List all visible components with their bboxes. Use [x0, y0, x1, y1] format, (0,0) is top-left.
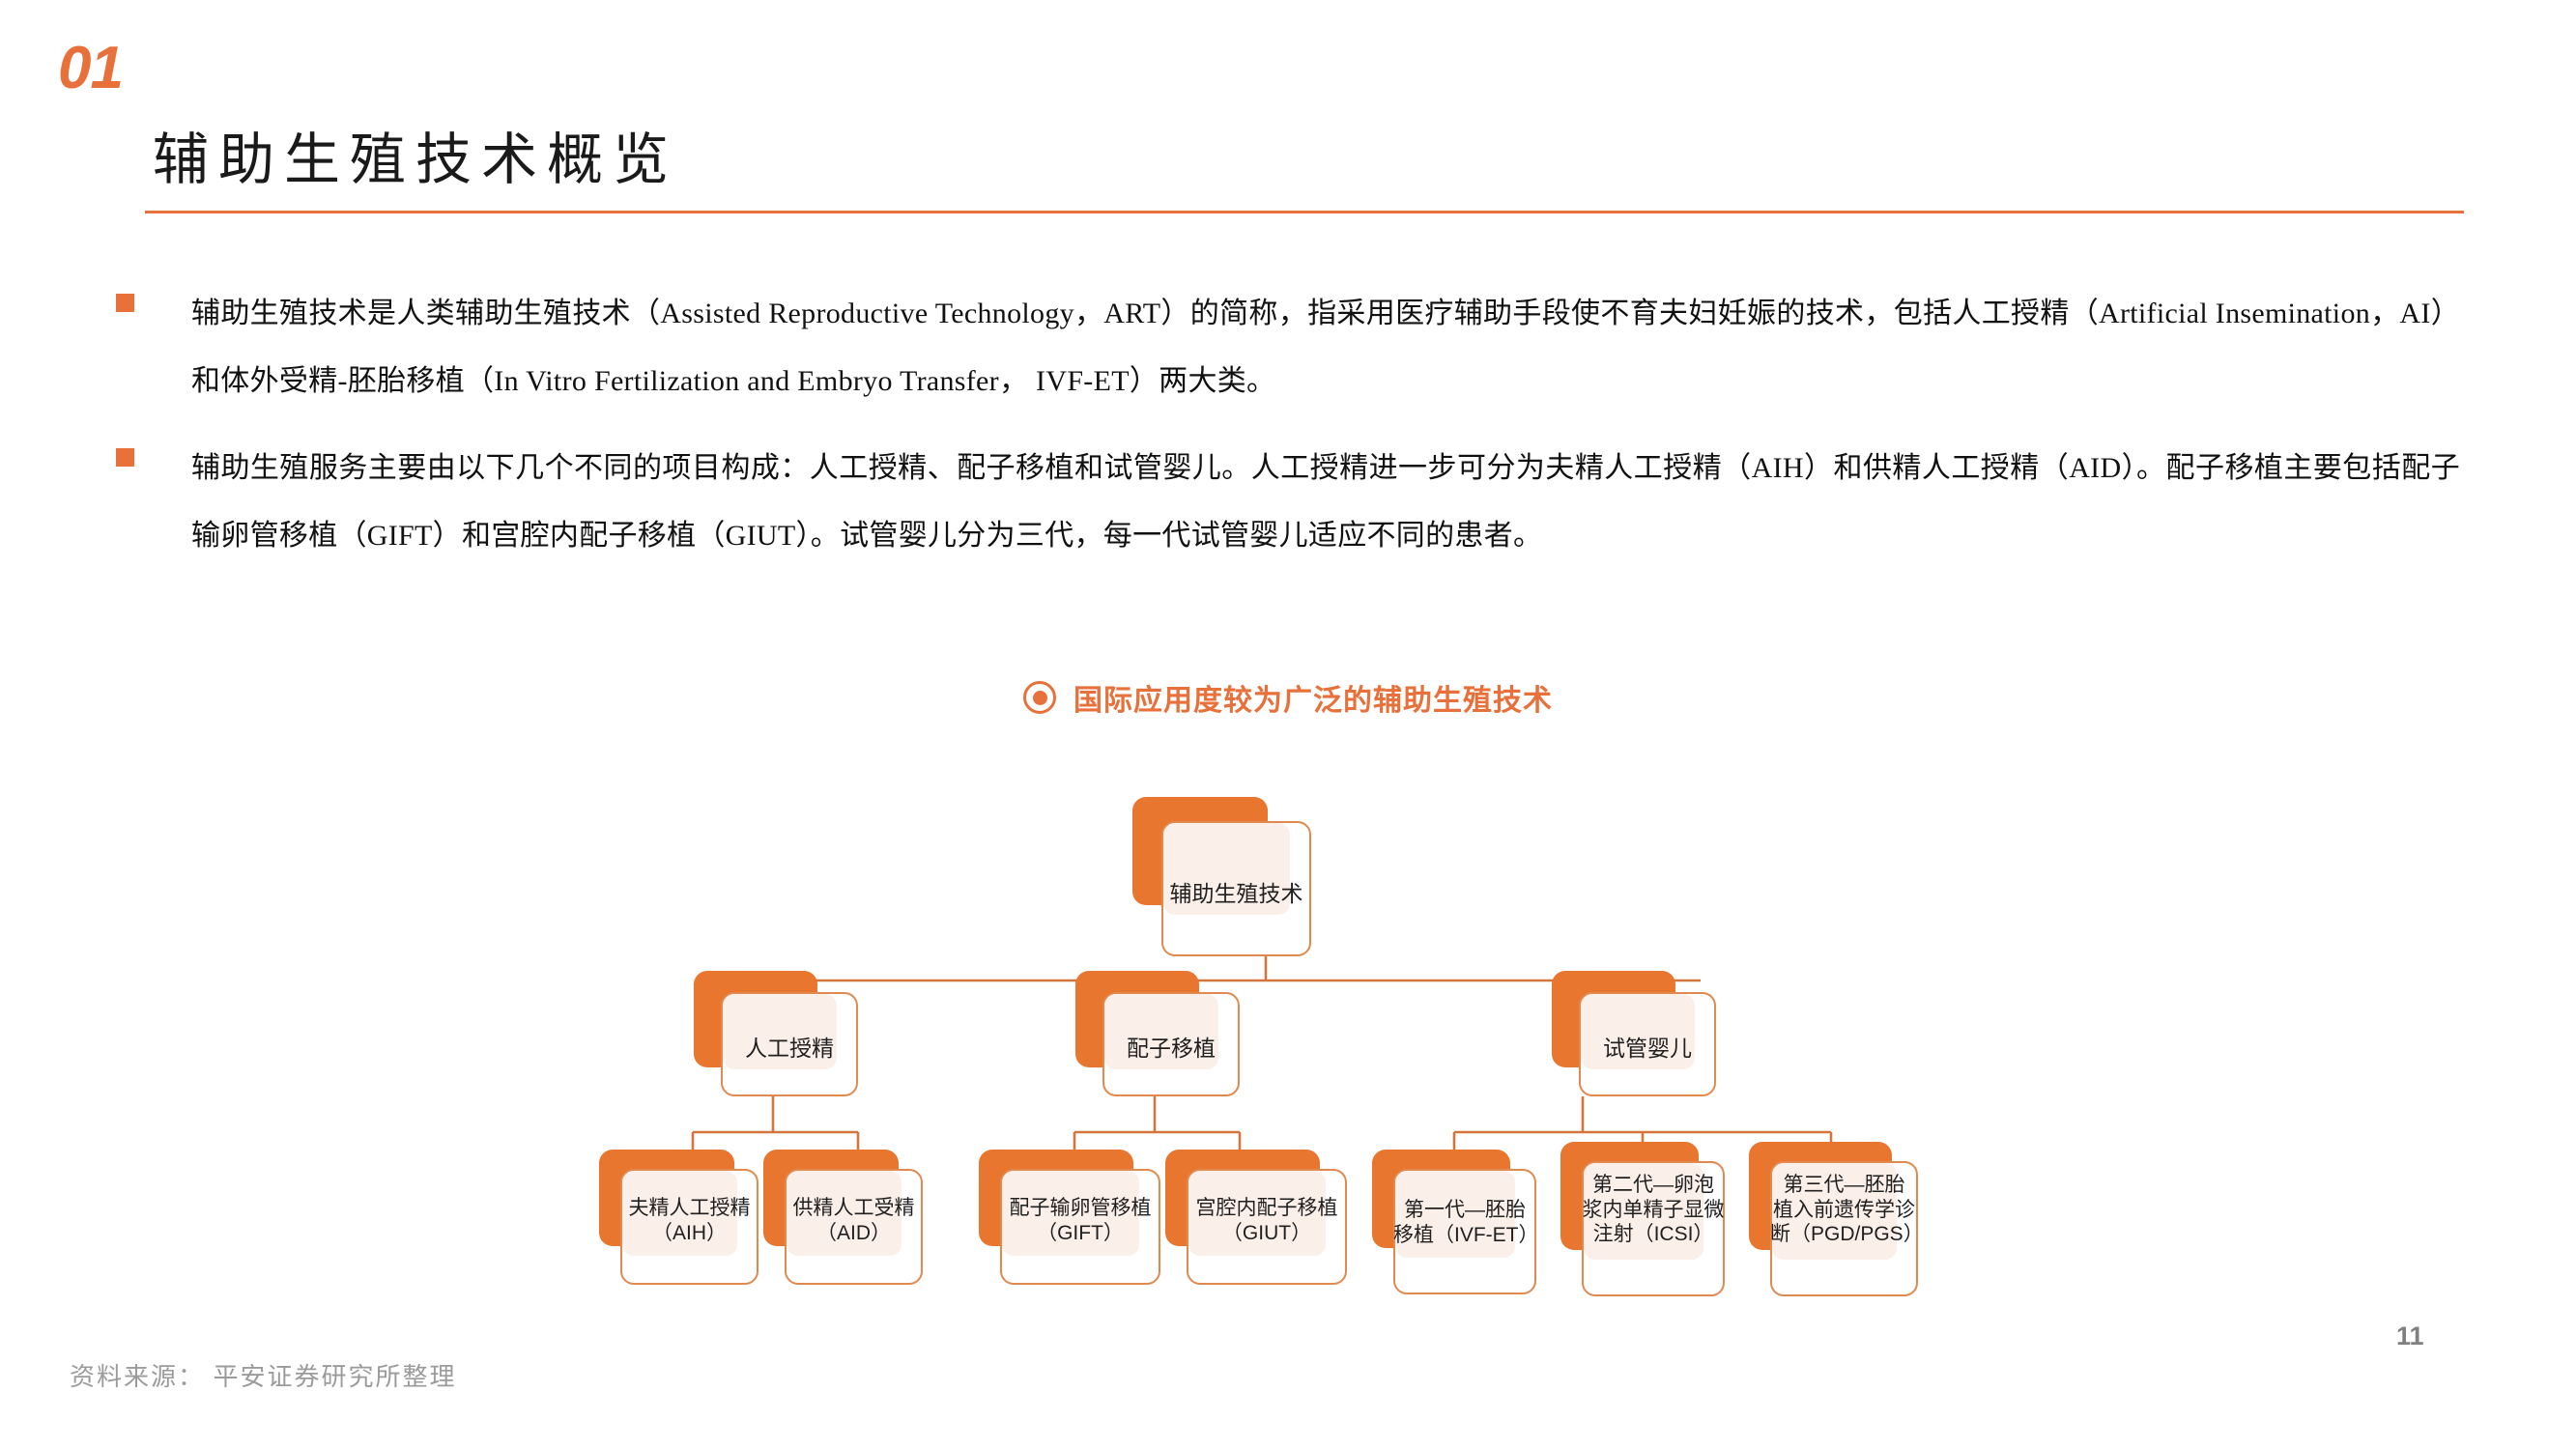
node-card-fill — [1002, 1171, 1139, 1256]
list-item: 辅助生殖服务主要由以下几个不同的项目构成：人工授精、配子移植和试管婴儿。人工授精… — [0, 435, 2576, 570]
tree-node-artificial-insemination[interactable]: 人工授精 — [694, 971, 858, 1096]
node-card-fill — [1581, 994, 1695, 1069]
tree-node-label: 宫腔内配子移植 （GIUT） — [1195, 1197, 1338, 1244]
page-number: 11 — [2396, 1321, 2424, 1350]
node-card-fill — [1163, 823, 1290, 915]
chart-caption: 国际应用度较为广泛的辅助生殖技术 — [0, 676, 2576, 719]
tree-node-giut[interactable]: 宫腔内配子移植 （GIUT） — [1165, 1150, 1347, 1285]
tree-node-label: 人工授精 — [745, 1036, 834, 1061]
tree-node-label: 第三代—胚胎 植入前遗传学诊 断（PGD/PGS） — [1770, 1174, 1924, 1246]
node-card-fill — [1772, 1163, 1897, 1260]
node-card — [1770, 1161, 1918, 1296]
node-card — [1161, 821, 1311, 956]
node-card — [721, 992, 858, 1096]
list-item: 辅助生殖技术是人类辅助生殖技术（Assisted Reproductive Te… — [0, 280, 2576, 415]
tree-node-icsi[interactable]: 第二代—卵泡 浆内单精子显微 注射（ICSI） — [1560, 1142, 1725, 1296]
square-bullet-icon — [116, 294, 134, 312]
tree-node-label: 第一代—胚胎 移植（IVF-ET） — [1393, 1199, 1539, 1246]
node-card-fill — [1395, 1171, 1515, 1258]
bullet-list: 辅助生殖技术是人类辅助生殖技术（Assisted Reproductive Te… — [0, 280, 2576, 570]
tree-node-ivf-et[interactable]: 第一代—胚胎 移植（IVF-ET） — [1372, 1150, 1539, 1294]
node-card-fill — [723, 994, 837, 1069]
square-bullet-icon — [116, 448, 134, 467]
node-card — [1102, 992, 1240, 1096]
node-card-fill — [1584, 1163, 1703, 1260]
chart-caption-label: 国际应用度较为广泛的辅助生殖技术 — [1073, 685, 1553, 717]
section-number: 01 — [58, 35, 124, 101]
node-card — [620, 1169, 758, 1285]
source-note: 资料来源： 平安证券研究所整理 — [70, 1363, 457, 1391]
node-card — [1579, 992, 1716, 1096]
title-divider — [145, 211, 2464, 213]
tree-node-label: 夫精人工授精 （AIH） — [628, 1197, 751, 1244]
node-card-fill — [622, 1171, 737, 1256]
tree-node-aid[interactable]: 供精人工受精 （AID） — [763, 1150, 923, 1285]
node-card — [1000, 1169, 1160, 1285]
tree-node-root[interactable]: 辅助生殖技术 — [1132, 797, 1311, 956]
bullet-text: 辅助生殖服务主要由以下几个不同的项目构成：人工授精、配子移植和试管婴儿。人工授精… — [191, 452, 2460, 552]
bullet-text: 辅助生殖技术是人类辅助生殖技术（Assisted Reproductive Te… — [191, 298, 2460, 397]
tree-node-label: 供精人工受精 （AID） — [792, 1197, 915, 1244]
tree-node-label: 第二代—卵泡 浆内单精子显微 注射（ICSI） — [1582, 1174, 1725, 1246]
tree-node-pgd-pgs[interactable]: 第三代—胚胎 植入前遗传学诊 断（PGD/PGS） — [1749, 1142, 1924, 1296]
node-card — [1393, 1169, 1536, 1294]
tree-node-gift[interactable]: 配子输卵管移植 （GIFT） — [979, 1150, 1160, 1285]
tree-node-aih[interactable]: 夫精人工授精 （AIH） — [599, 1150, 758, 1285]
page-title: 辅助生殖技术概览 — [153, 128, 679, 191]
node-card — [785, 1169, 923, 1285]
tree-node-gamete-transfer[interactable]: 配子移植 — [1075, 971, 1240, 1096]
tree-node-label: 试管婴儿 — [1603, 1036, 1692, 1061]
node-card-fill — [1104, 994, 1218, 1069]
node-card — [1187, 1169, 1347, 1285]
tree-node-label: 辅助生殖技术 — [1169, 881, 1303, 906]
node-card — [1582, 1161, 1725, 1296]
slide-header: 01 辅助生殖技术概览 — [0, 0, 2576, 222]
tree-node-ivf[interactable]: 试管婴儿 — [1552, 971, 1716, 1096]
tree-node-label: 配子移植 — [1127, 1036, 1216, 1061]
target-dot-icon — [1023, 681, 1056, 714]
node-card-fill — [1188, 1171, 1326, 1256]
node-card-fill — [787, 1171, 902, 1256]
tree-node-label: 配子输卵管移植 （GIFT） — [1009, 1197, 1152, 1244]
